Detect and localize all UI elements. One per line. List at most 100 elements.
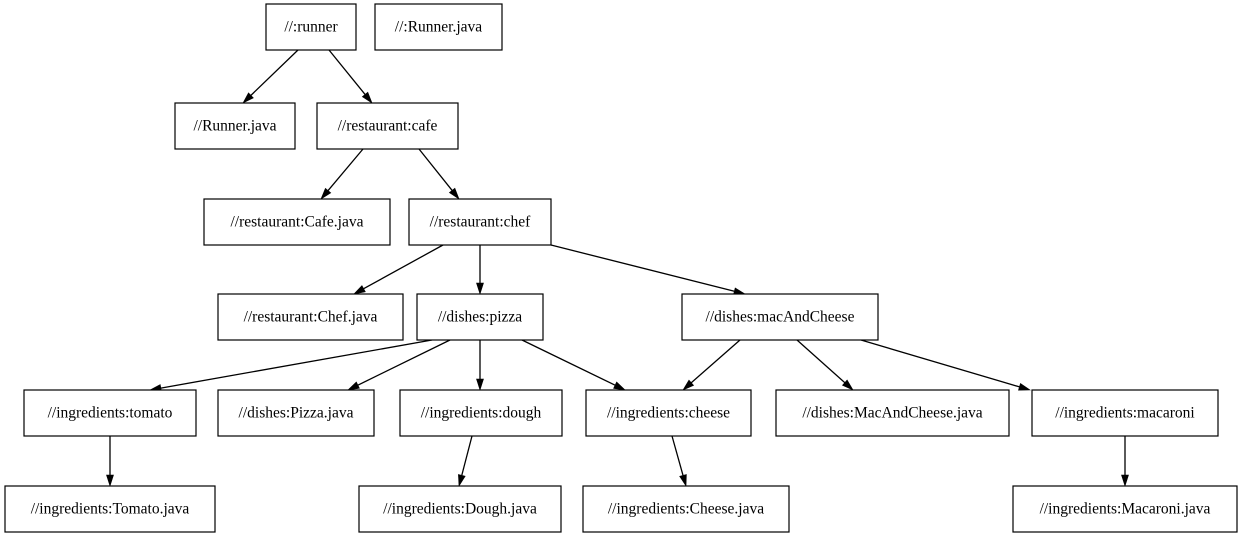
node-box[interactable] [358,485,562,533]
node-label: //dishes:pizza [438,309,522,326]
node-label: //ingredients:Macaroni.java [1040,501,1211,518]
edge-line [250,49,299,96]
node-label: //restaurant:Cafe.java [231,214,364,231]
edge-arrowhead-icon [613,381,626,391]
node-label: //restaurant:chef [430,214,532,231]
edge-line [461,435,473,476]
node-label: //ingredients:cheese [607,405,730,422]
node-box[interactable] [265,3,357,51]
node-box[interactable] [681,293,879,341]
graph-node-cheese[interactable]: //ingredients:cheese [585,389,752,437]
graph-edge [347,339,451,391]
node-box[interactable] [582,485,790,533]
graph-node-macandcheese[interactable]: //dishes:macAndCheese [681,293,879,341]
node-box[interactable] [174,102,296,150]
node-box[interactable] [217,293,404,341]
edge-arrowhead-icon [476,378,484,391]
edge-arrowhead-icon [106,474,114,487]
edge-arrowhead-icon [458,474,466,487]
node-label: //:Runner.java [395,19,483,36]
node-box[interactable] [217,389,375,437]
node-label: //restaurant:cafe [338,118,438,135]
graph-edge [353,244,444,295]
graph-node-chef_java[interactable]: //restaurant:Chef.java [217,293,404,341]
node-box[interactable] [775,389,1010,437]
edge-line [550,244,735,292]
edge-arrowhead-icon [347,381,360,391]
node-label: //ingredients:macaroni [1055,405,1195,422]
graph-node-macaroni[interactable]: //ingredients:macaroni [1031,389,1219,437]
graph-edge [796,339,854,391]
graph-edge [476,340,484,391]
edge-line [328,49,366,95]
graph-node-cheese_java[interactable]: //ingredients:Cheese.java [582,485,790,533]
graph-edge [550,244,746,296]
node-box[interactable] [399,389,563,437]
graph-node-macandcheese_java[interactable]: //dishes:MacAndCheese.java [775,389,1010,437]
node-box[interactable] [316,102,459,150]
edge-line [671,435,684,476]
edge-arrowhead-icon [1121,474,1129,487]
node-box[interactable] [23,389,197,437]
graph-node-cafe_java[interactable]: //restaurant:Cafe.java [203,198,391,246]
graph-node-macaroni_java[interactable]: //ingredients:Macaroni.java [1012,485,1238,533]
graph-edge [149,339,433,392]
edge-arrowhead-icon [353,285,366,295]
graph-edge [521,339,626,391]
graph-edge [320,148,364,200]
graph-node-pizza_java[interactable]: //dishes:Pizza.java [217,389,375,437]
edge-line [521,339,616,386]
edge-arrowhead-icon [361,91,373,104]
node-box[interactable] [585,389,752,437]
graph-edge [476,245,484,295]
graph-node-tomato[interactable]: //ingredients:tomato [23,389,197,437]
graph-edge [860,339,1031,391]
graph-edge [106,436,114,487]
node-label: //ingredients:Tomato.java [31,501,190,518]
graph-node-runner_java[interactable]: //Runner.java [174,102,296,150]
edge-arrowhead-icon [448,187,460,200]
graph-edge [328,49,373,104]
nodes-layer: //:runner //:Runner.java //Runner.java //re… [4,3,1238,533]
node-label: //ingredients:Cheese.java [608,501,764,518]
graph-node-dough[interactable]: //ingredients:dough [399,389,563,437]
node-label: //restaurant:Chef.java [244,309,378,326]
node-box[interactable] [1031,389,1219,437]
graph-edge [458,435,473,487]
node-box[interactable] [408,198,552,246]
edge-line [160,339,433,389]
node-box[interactable] [416,293,544,341]
edge-line [796,339,846,384]
node-label: //ingredients:tomato [48,405,173,422]
graph-edge [682,339,741,391]
graph-node-dough_java[interactable]: //ingredients:Dough.java [358,485,562,533]
graph-edge [671,435,687,487]
graph-node-runner[interactable]: //:runner [265,3,357,51]
edge-arrowhead-icon [1018,383,1031,391]
node-label: //Runner.java [193,118,276,135]
edges-layer [106,49,1129,487]
edge-line [860,339,1020,388]
graph-node-tomato_java[interactable]: //ingredients:Tomato.java [4,485,216,533]
graph-node-pizza[interactable]: //dishes:pizza [416,293,544,341]
graph-node-chef[interactable]: //restaurant:chef [408,198,552,246]
node-box[interactable] [374,3,503,51]
edge-arrowhead-icon [476,282,484,295]
edge-arrowhead-icon [841,379,854,391]
node-label: //:runner [284,19,338,36]
node-label: //dishes:MacAndCheese.java [802,405,982,422]
node-box[interactable] [1012,485,1238,533]
edge-line [690,339,741,384]
edge-arrowhead-icon [320,187,332,200]
graph-node-runner_java_root[interactable]: //:Runner.java [374,3,503,51]
node-box[interactable] [203,198,391,246]
node-label: //dishes:Pizza.java [239,405,354,422]
edge-arrowhead-icon [242,92,254,104]
node-box[interactable] [4,485,216,533]
graph-edge [1121,436,1129,487]
graph-node-cafe[interactable]: //restaurant:cafe [316,102,459,150]
node-label: //ingredients:dough [421,405,542,422]
edge-line [418,148,453,191]
